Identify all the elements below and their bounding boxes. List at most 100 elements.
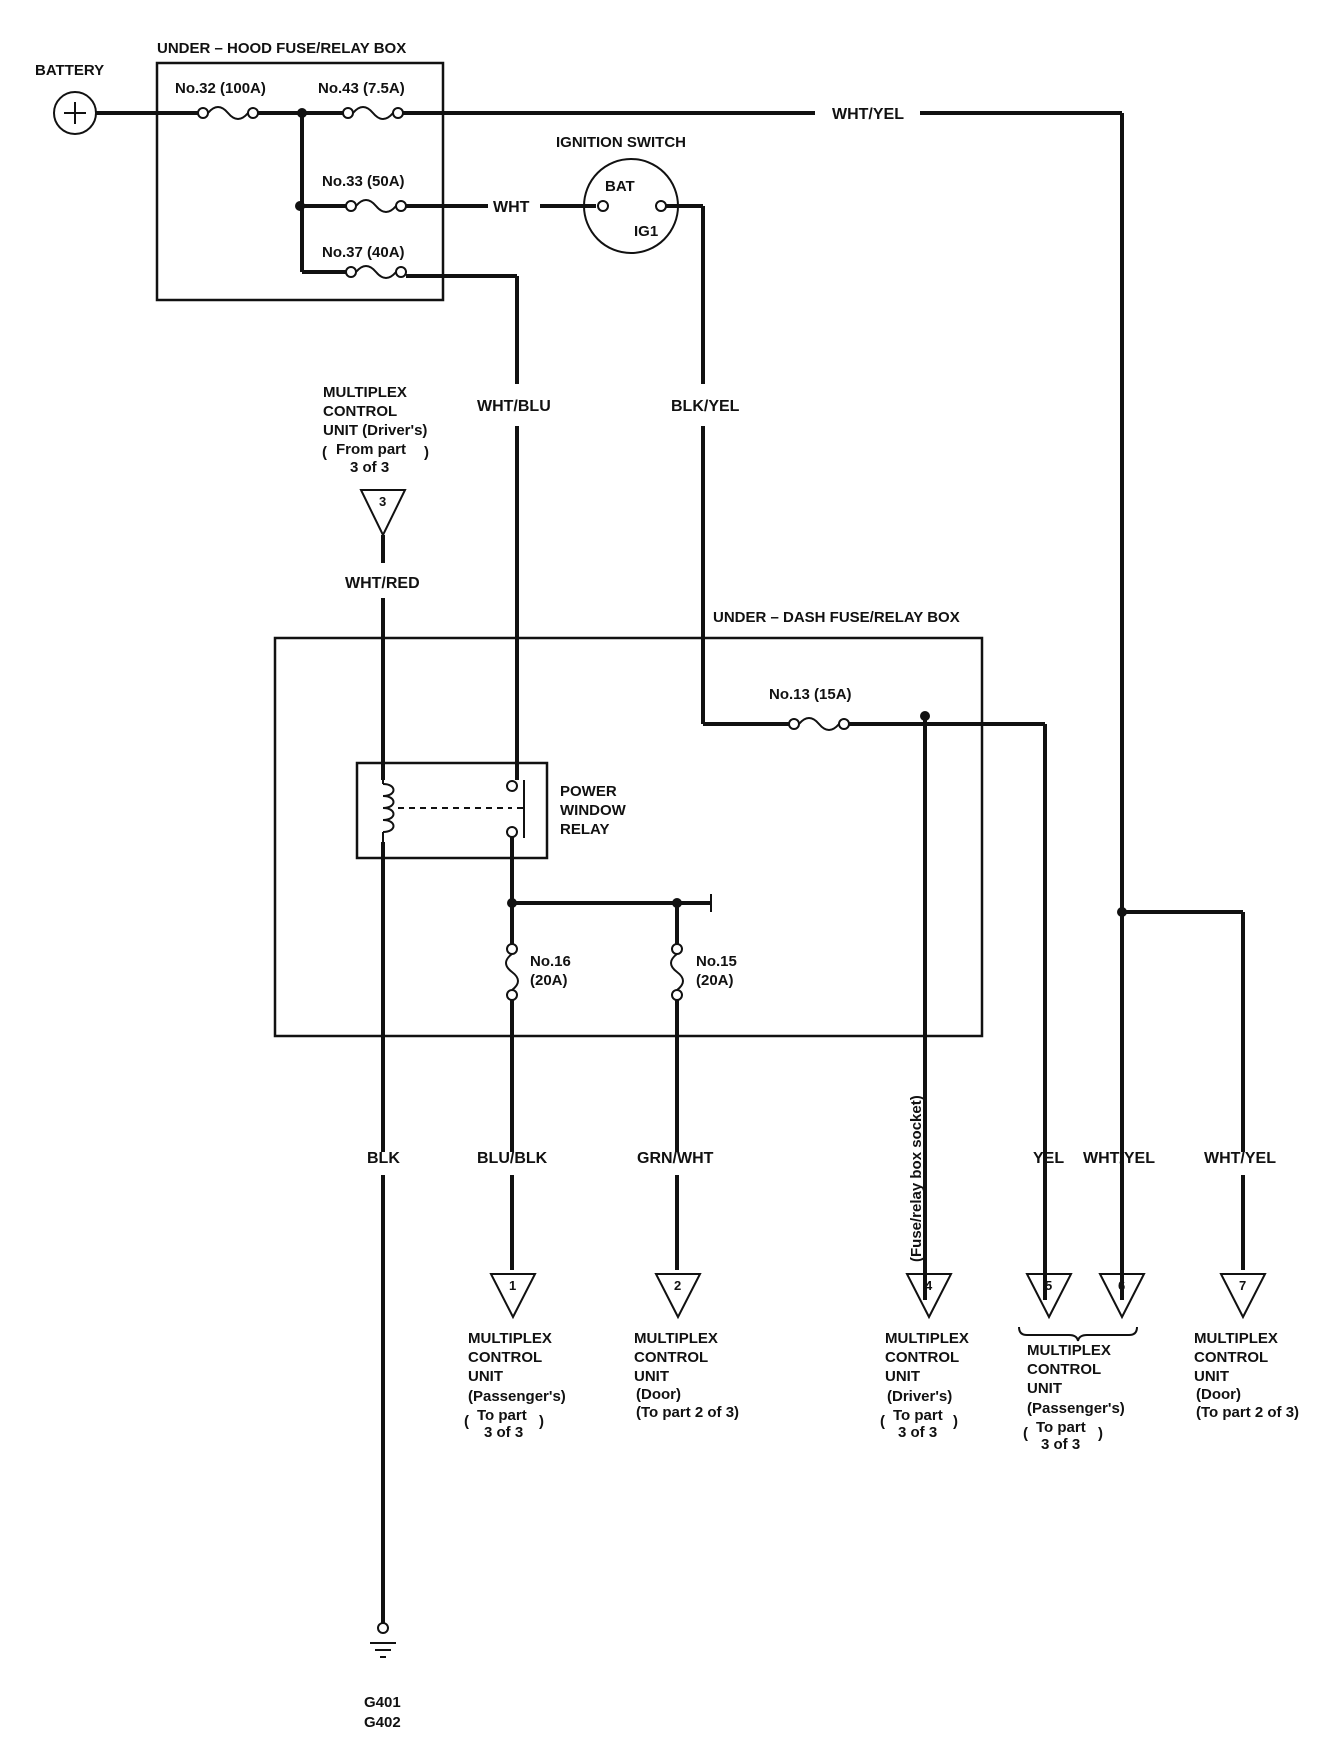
underdash-fuse-box [273,636,984,1038]
fuse-15-label-2: (20A) [696,972,734,989]
svg-text:To part: To part [477,1407,527,1424]
svg-text:(Door): (Door) [1196,1386,1241,1403]
fuse-16-label-1: No.16 [530,953,571,970]
svg-text:5: 5 [1045,1278,1052,1293]
ground-icon [370,1622,396,1658]
svg-text:CONTROL: CONTROL [1194,1349,1268,1366]
wire-label-yel: YEL [1033,1150,1064,1167]
ground-label-g402: G402 [364,1714,401,1731]
svg-text:3 of 3: 3 of 3 [1041,1436,1080,1453]
fuse-37-label: No.37 (40A) [322,244,405,261]
svg-text:UNIT: UNIT [634,1368,669,1385]
from-unit-paren-line-1: From part [336,441,406,458]
svg-text:(: ( [880,1413,885,1430]
relay-coil-icon [382,780,395,842]
wire-fuse13-output [849,711,1047,1300]
fuse-43-icon [342,106,404,120]
svg-text:UNIT: UNIT [1027,1380,1062,1397]
wire-label-blk-yel: BLK/YEL [671,398,740,415]
wire-label-blu-blk: BLU/BLK [477,1150,548,1167]
wire-battery-main [96,111,1124,1300]
svg-text:CONTROL: CONTROL [634,1349,708,1366]
wire-label-wht-yel-7: WHT/YEL [1204,1150,1276,1167]
connector-4: 4 [905,1273,953,1320]
fuse-33-label: No.33 (50A) [322,173,405,190]
wire-label-wht-red: WHT/RED [345,575,420,592]
fuse-43-label: No.43 (7.5A) [318,80,405,97]
wire-label-blk: BLK [367,1150,400,1167]
ignition-bat-terminal [597,200,609,212]
svg-text:(Passenger's): (Passenger's) [468,1388,566,1405]
battery-label: BATTERY [35,62,104,79]
from-unit-line-1: MULTIPLEX [323,384,407,401]
ignition-ig1-terminal [655,200,667,212]
svg-text:3 of 3: 3 of 3 [898,1424,937,1441]
connector-4-label: MULTIPLEX CONTROL UNIT (Driver's) ( To p… [880,1330,969,1441]
underhood-box-title: UNDER – HOOD FUSE/RELAY BOX [157,40,406,57]
svg-text:7: 7 [1239,1278,1246,1293]
svg-text:UNIT: UNIT [468,1368,503,1385]
svg-text:1: 1 [509,1278,516,1293]
svg-text:(To part 2 of 3): (To part 2 of 3) [1196,1404,1299,1421]
connector-5: 5 [1025,1273,1073,1320]
svg-text:): ) [1098,1425,1103,1442]
power-window-relay [355,761,549,860]
wire-wht-yel-branch [1117,907,1245,1270]
fuse-13-label: No.13 (15A) [769,686,852,703]
fuse-16-label-2: (20A) [530,972,568,989]
svg-text:(Driver's): (Driver's) [887,1388,952,1405]
relay-output-bus [507,894,712,912]
svg-text:CONTROL: CONTROL [1027,1361,1101,1378]
battery-symbol [53,91,97,135]
connector-3-number: 3 [379,494,386,509]
connector-3-triangle [359,489,407,538]
underhood-fuse-box [155,61,445,302]
svg-text:To part: To part [1036,1419,1086,1436]
svg-text:To part: To part [893,1407,943,1424]
fuse-33-icon [345,199,407,213]
relay-label-line-3: RELAY [560,821,609,838]
wire-label-wht-yel-top: WHT/YEL [832,106,904,123]
svg-text:CONTROL: CONTROL [468,1349,542,1366]
svg-text:2: 2 [674,1278,681,1293]
svg-text:MULTIPLEX: MULTIPLEX [634,1330,718,1347]
relay-switch-icon [506,780,525,838]
connector-7: 7 [1219,1273,1267,1320]
svg-text:UNIT: UNIT [885,1368,920,1385]
underhood-bus [295,108,346,274]
underdash-box-title: UNDER – DASH FUSE/RELAY BOX [713,609,960,626]
wire-label-wht: WHT [493,199,530,216]
relay-label-line-1: POWER [560,783,617,800]
svg-text:): ) [953,1413,958,1430]
svg-text:CONTROL: CONTROL [885,1349,959,1366]
svg-text:(Passenger's): (Passenger's) [1027,1400,1125,1417]
wire-blk-yel [666,204,789,726]
connector-5-6-label: MULTIPLEX CONTROL UNIT (Passenger's) ( T… [1018,1326,1138,1453]
from-unit-line-3: UNIT (Driver's) [323,422,427,439]
svg-text:(To part 2 of 3): (To part 2 of 3) [636,1404,739,1421]
connector-7-label: MULTIPLEX CONTROL UNIT (Door) (To part 2… [1194,1330,1299,1421]
connector-2: 2 [654,1273,702,1320]
from-unit-paren-line-2: 3 of 3 [350,459,389,476]
svg-text:MULTIPLEX: MULTIPLEX [468,1330,552,1347]
svg-text:(: ( [1023,1425,1028,1442]
socket-note: (Fuse/relay box socket) [908,1095,925,1262]
wire-wht-blu [406,274,519,780]
relay-label-line-2: WINDOW [560,802,627,819]
svg-text:6: 6 [1118,1278,1125,1293]
fuse-32-icon [197,106,259,120]
svg-text:MULTIPLEX: MULTIPLEX [1027,1342,1111,1359]
wire-label-wht-yel-6: WHT/YEL [1083,1150,1155,1167]
connector-1: 1 [489,1273,537,1320]
svg-text:(: ( [464,1413,469,1430]
from-unit-paren-open: ( [322,444,327,461]
fuse-15-icon [670,903,684,1001]
svg-text:3 of 3: 3 of 3 [484,1424,523,1441]
ignition-ig1-label: IG1 [634,223,658,240]
ignition-bat-label: BAT [605,178,635,195]
from-unit-line-2: CONTROL [323,403,397,420]
svg-text:4: 4 [925,1278,933,1293]
ground-label-g401: G401 [364,1694,401,1711]
svg-text:MULTIPLEX: MULTIPLEX [885,1330,969,1347]
